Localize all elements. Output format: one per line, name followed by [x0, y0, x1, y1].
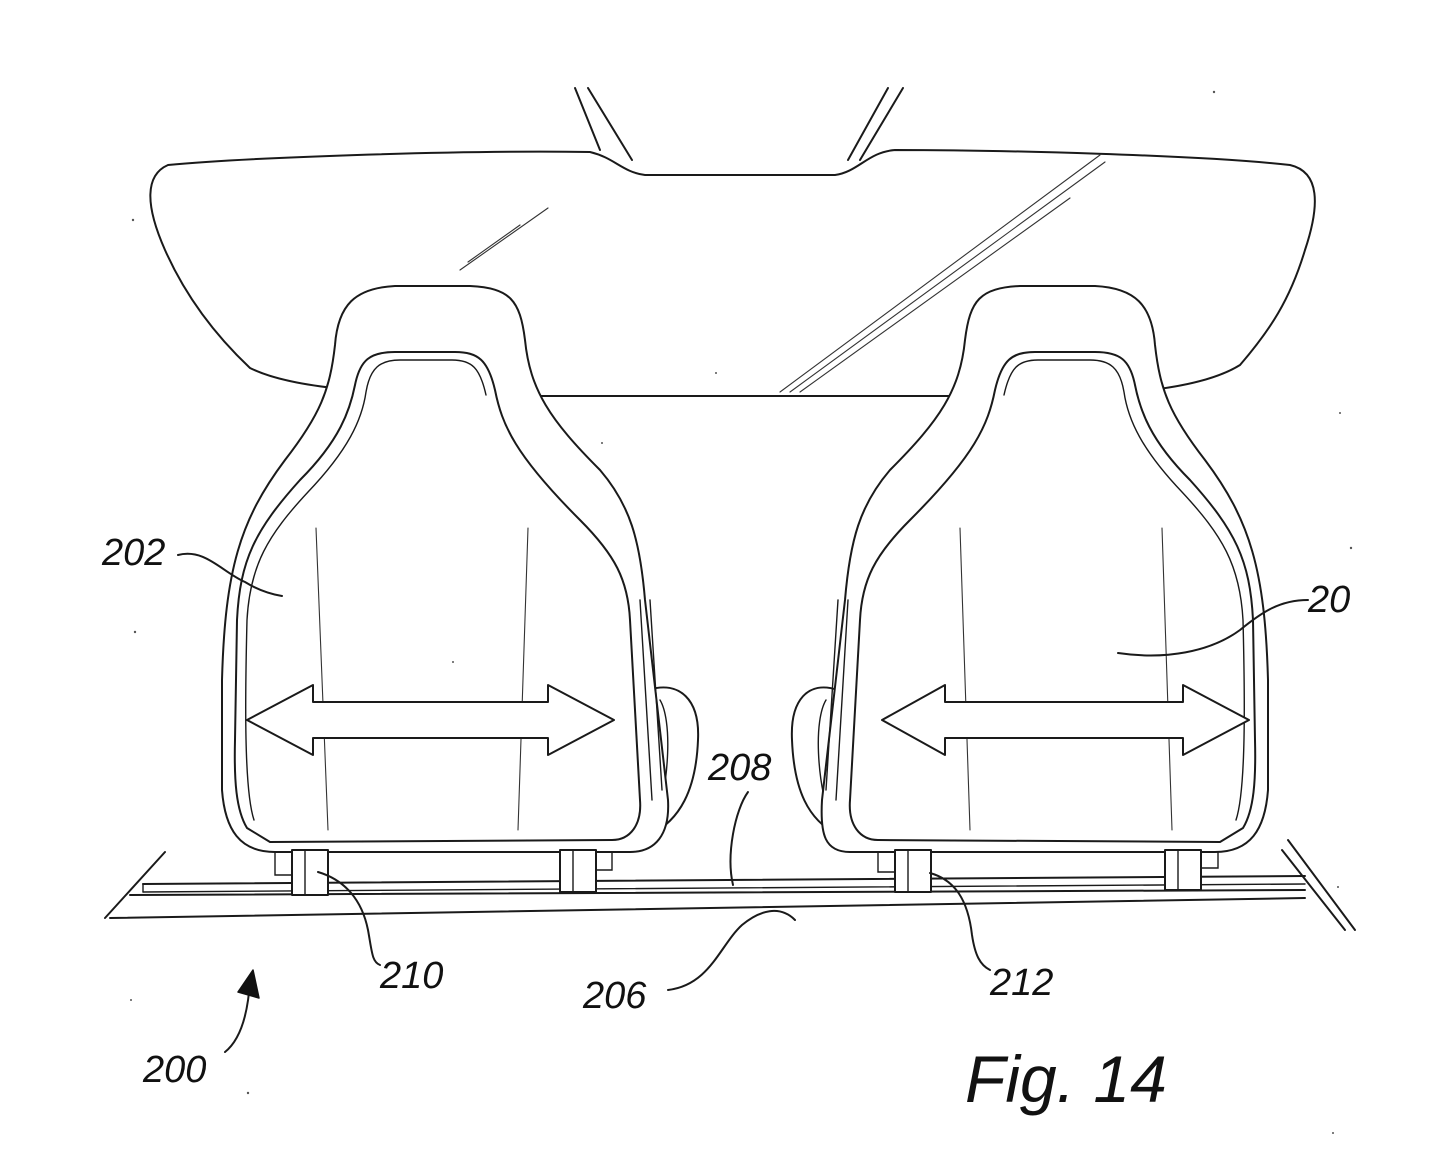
ref-210: 210: [379, 955, 443, 997]
ref-206: 206: [582, 975, 647, 1017]
right-seat-double-arrow: [881, 684, 1250, 756]
windshield-pillars: [574, 87, 904, 161]
ref-212: 212: [989, 962, 1053, 1004]
left-seat-double-arrow: [246, 684, 615, 756]
right-seat: [820, 285, 1269, 893]
scan-specks: [130, 90, 1353, 1134]
ref-202: 202: [101, 532, 165, 574]
ref-208: 208: [707, 747, 771, 789]
figure-label: Fig. 14: [965, 1042, 1167, 1116]
dashboard: [149, 149, 1316, 397]
rail: [142, 875, 1306, 893]
ref-20: 20: [1307, 579, 1350, 621]
left-seat: [221, 285, 670, 896]
ref-200: 200: [142, 1049, 206, 1091]
leader-lines: [177, 552, 1309, 1053]
